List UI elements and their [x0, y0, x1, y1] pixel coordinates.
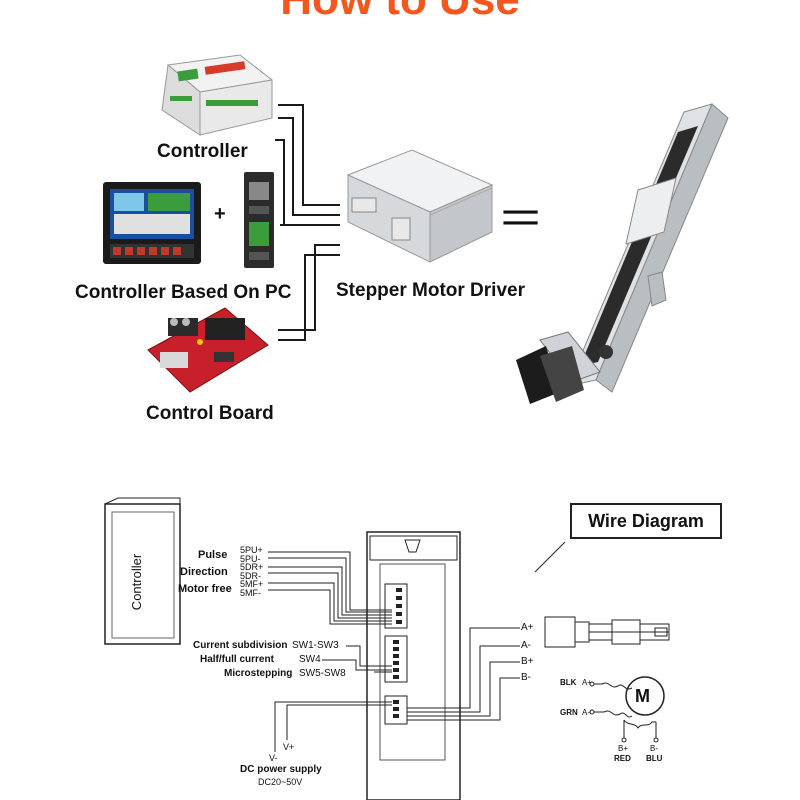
v-minus-label: V- — [269, 753, 278, 763]
output-a-plus: A+ — [521, 622, 534, 633]
dir-neg-pin: 5DR- — [240, 571, 262, 581]
driver-caption: Stepper Motor Driver — [336, 280, 525, 301]
mf-neg-pin: 5MF- — [240, 588, 261, 598]
controller-caption: Controller — [157, 141, 248, 162]
blu-wire-label: BLU — [646, 754, 663, 763]
motor-b-plus: B+ — [618, 744, 629, 753]
pulse-label: Pulse — [198, 549, 228, 561]
pc-controller-device-image — [103, 182, 201, 264]
wire-diagram — [104, 497, 670, 800]
heading-callout — [534, 541, 566, 573]
equals-sign: = — [500, 193, 542, 242]
controller-block — [104, 497, 181, 645]
top-illustration — [103, 54, 729, 404]
microstepping-code: SW5-SW8 — [299, 668, 346, 679]
direction-label: Direction — [180, 566, 228, 578]
pulse-neg-pin: 5PU- — [240, 554, 261, 564]
dir-pos-pin: 5DR+ — [240, 562, 264, 572]
controller-device-image — [161, 54, 274, 136]
control-board-caption: Control Board — [146, 403, 274, 424]
halffull-code: SW4 — [299, 654, 321, 665]
motor-a-plus: A+ — [582, 678, 593, 687]
wire-diagram-heading: Wire Diagram — [570, 503, 722, 539]
linear-actuator-image — [516, 103, 729, 404]
motor-symbol — [589, 676, 665, 743]
motor-a-minus: A- — [582, 708, 590, 717]
v-plus-label: V+ — [283, 742, 295, 752]
output-b-plus: B+ — [521, 656, 534, 667]
subdivision-code: SW1-SW3 — [292, 640, 339, 651]
motor-free-label: Motor free — [178, 583, 232, 595]
red-wire-label: RED — [614, 754, 631, 763]
mini-actuator-image — [544, 616, 670, 648]
mf-pos-pin: 5MF+ — [240, 579, 264, 589]
microstepping-label: Microstepping — [224, 668, 293, 679]
controller-block-label: Controller — [129, 553, 144, 611]
grn-wire-label: GRN — [560, 708, 578, 717]
connector-lines — [275, 104, 340, 341]
plus-sign: + — [214, 203, 226, 225]
power-range-label: DC20~50V — [258, 777, 303, 787]
power-supply-label: DC power supply — [240, 764, 322, 775]
signal-wires — [268, 551, 520, 752]
motor-letter: M — [635, 686, 650, 706]
control-board-image — [147, 307, 269, 393]
halffull-label: Half/full current — [200, 654, 274, 665]
pc-module-image — [244, 172, 274, 268]
driver-device-image — [346, 149, 494, 263]
pulse-pos-pin: 5PU+ — [240, 545, 263, 555]
output-b-minus: B- — [521, 672, 531, 683]
motor-b-minus: B- — [650, 744, 658, 753]
output-a-minus: A- — [521, 640, 531, 651]
driver-block — [366, 531, 461, 800]
pc-controller-caption: Controller Based On PC — [75, 282, 292, 303]
blk-wire-label: BLK — [560, 678, 577, 687]
subdivision-label: Current subdivision — [193, 640, 288, 651]
page-title: How to Use — [0, 0, 800, 22]
